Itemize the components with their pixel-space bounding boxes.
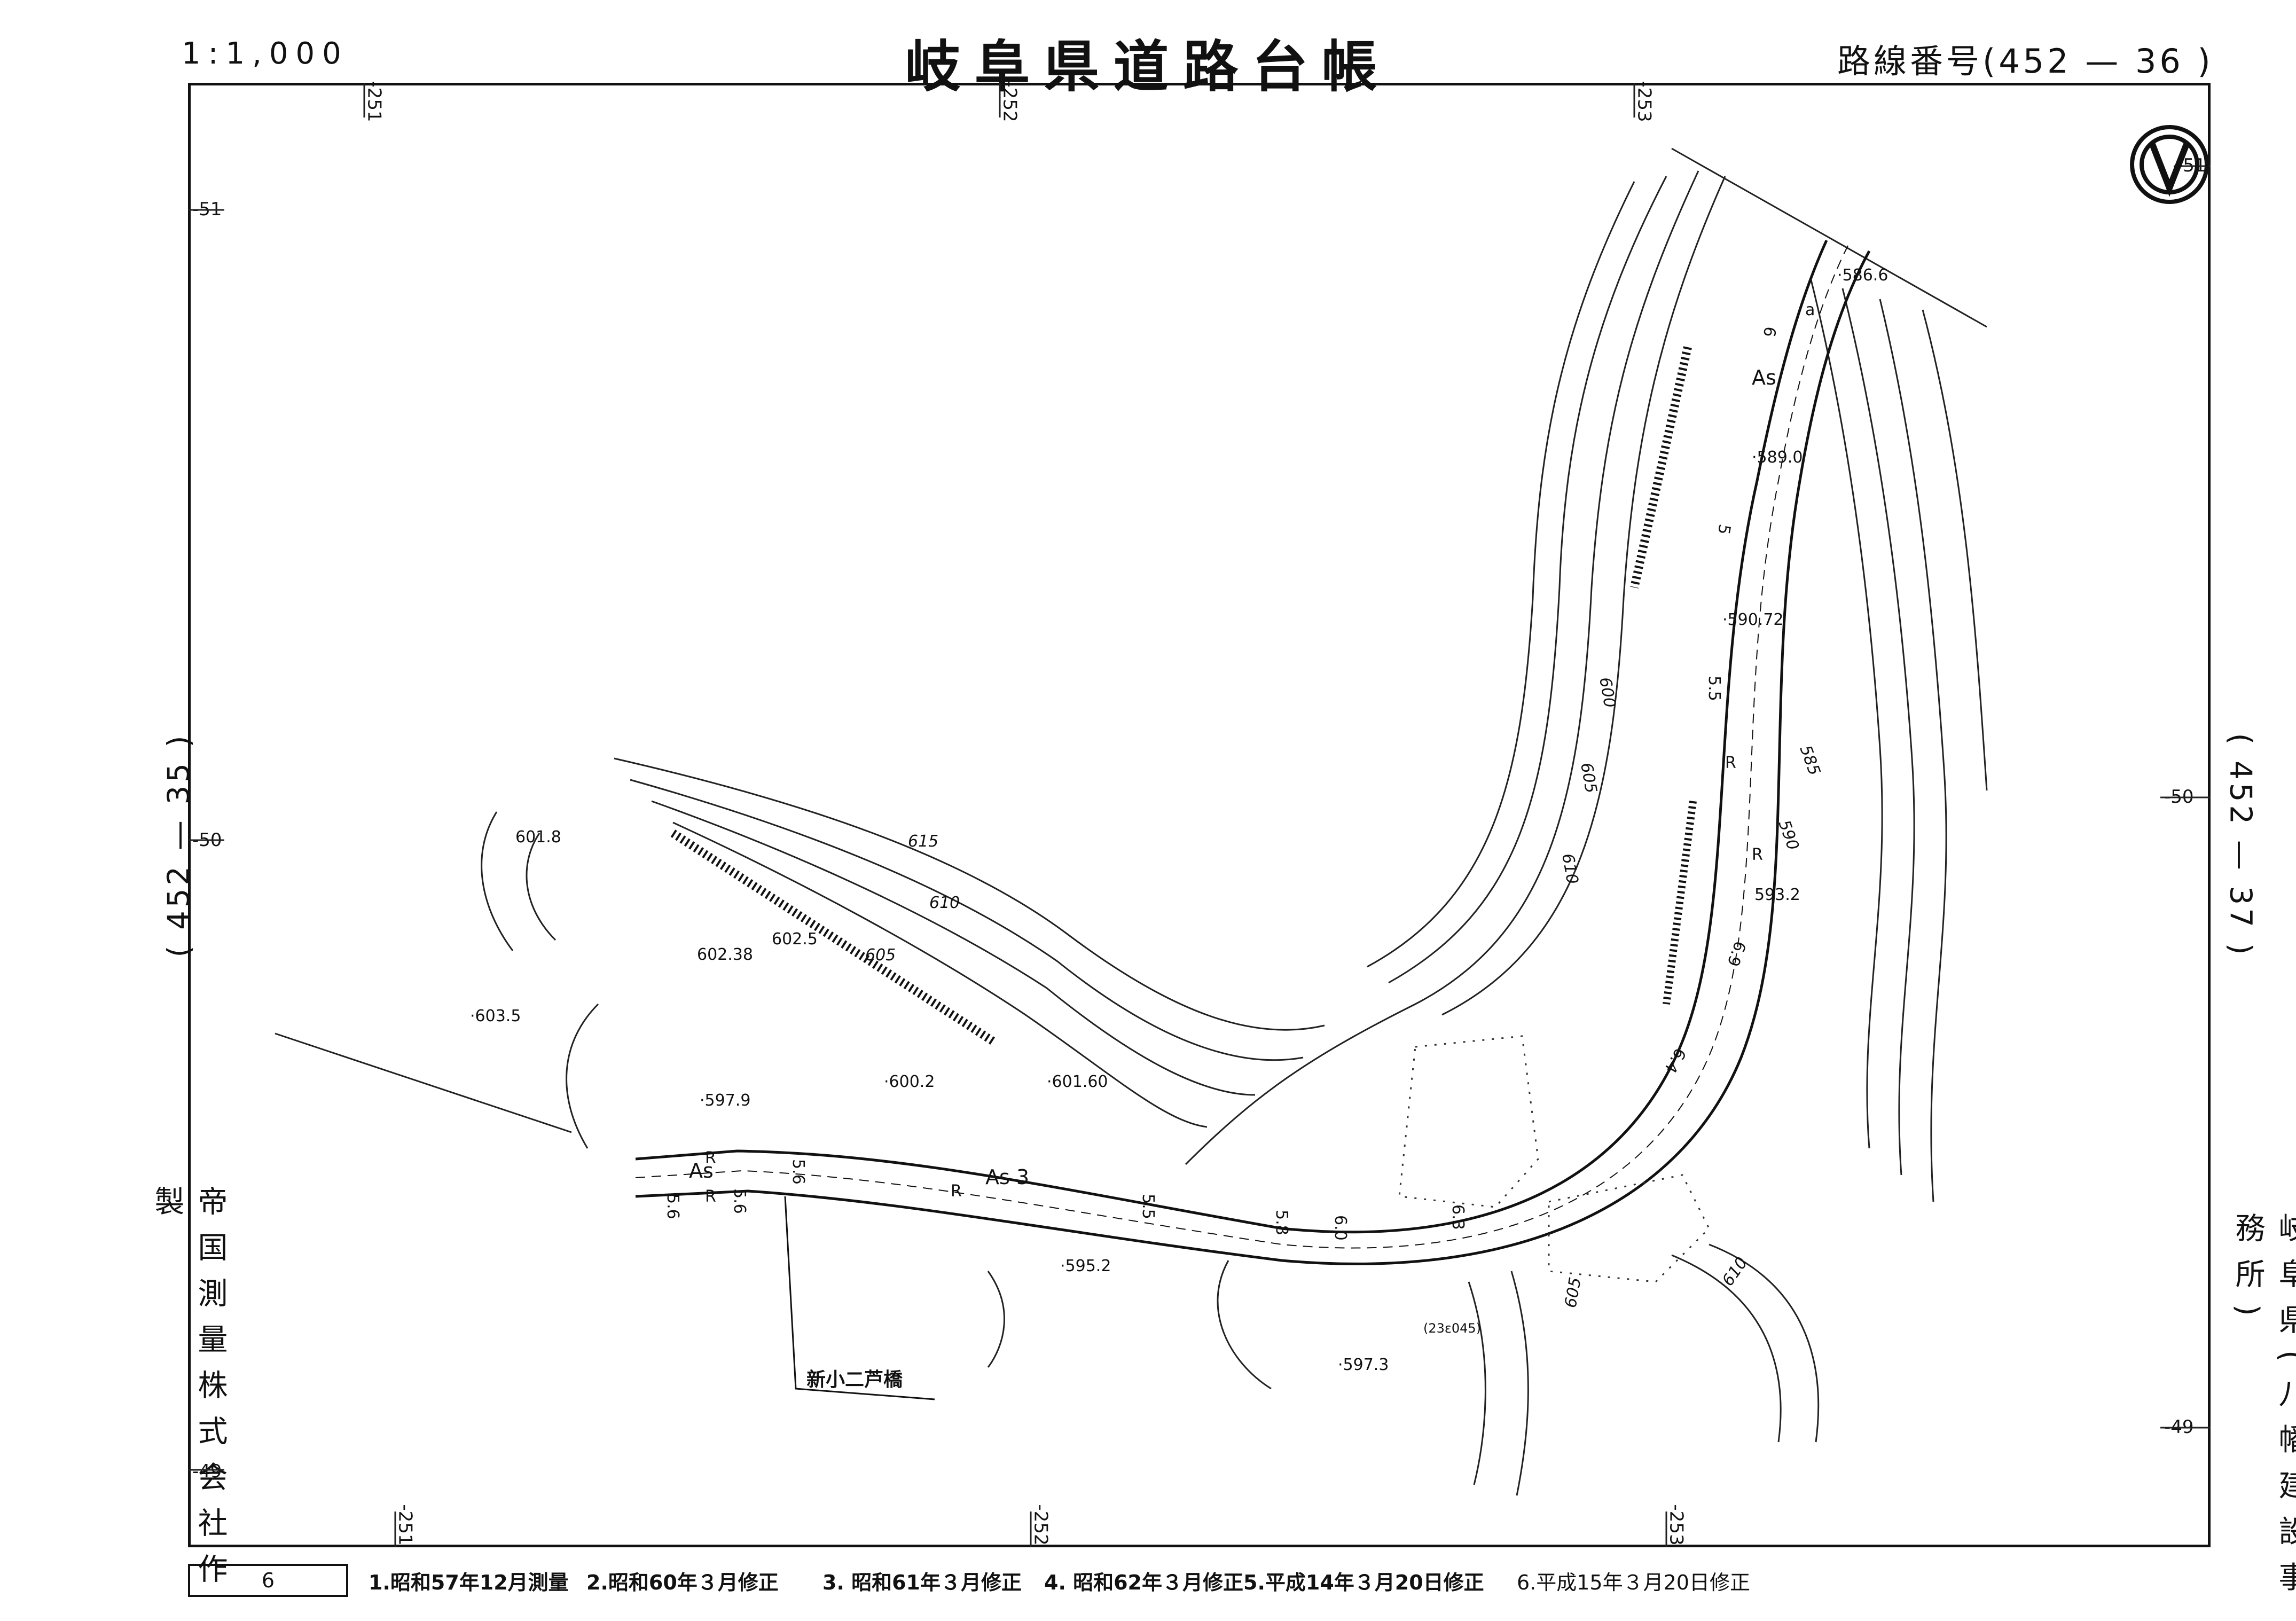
grid-left-49: -49: [192, 1461, 222, 1482]
maker-credit: 帝国測量株式会社作製: [150, 1186, 228, 1599]
width-label: 6.3: [1448, 1204, 1467, 1230]
scale-label: 1:1,000: [182, 36, 349, 71]
elevation-label: 601.8: [515, 828, 561, 847]
contour-label: 615: [908, 832, 938, 851]
road-mark-label: R: [1752, 845, 1763, 864]
bridge-name: 新小二芦橋: [806, 1369, 903, 1391]
contour-label: 605: [865, 946, 896, 965]
width-label: 6.0: [1331, 1215, 1350, 1241]
contour-label: 590: [1774, 818, 1802, 853]
road-mark-label: R: [705, 1187, 716, 1206]
elevation-label: ·597.9: [700, 1091, 750, 1110]
width-label: 5.6: [663, 1194, 682, 1219]
revision-3: 3. 昭和61年３月修正: [822, 1571, 1022, 1594]
office-name: 岐阜県(八幡建設事務所): [2230, 1212, 2296, 1608]
elevation-label: ·589.0: [1752, 448, 1803, 467]
contour-label: 605: [1561, 1276, 1585, 1309]
north-arrow-icon: [2130, 125, 2209, 204]
sheet-number: 6: [188, 1564, 348, 1597]
contour-label: 585: [1796, 743, 1823, 778]
road-surface-label: As: [689, 1159, 714, 1183]
route-number: 路線番号(452 — 36 ): [1837, 42, 2214, 81]
width-label: 6.4: [1660, 1045, 1689, 1076]
width-label: 6: [1759, 325, 1780, 339]
road-mark-label: R: [1725, 754, 1736, 772]
elevation-label: 602.38: [697, 945, 753, 964]
map-frame: [188, 83, 2211, 1547]
elevation-label: ·600.2: [884, 1072, 935, 1091]
elevation-label: 602.5: [772, 930, 818, 949]
revision-2: 2.昭和60年３月修正: [586, 1571, 779, 1594]
elevation-label: ·597.3: [1338, 1356, 1389, 1374]
revision-4: 4. 昭和62年３月修正: [1044, 1571, 1243, 1594]
width-label: 5.5: [1705, 676, 1723, 701]
contour-label: 610: [929, 894, 960, 912]
elevation-label: 593.2: [1754, 886, 1800, 904]
road-mark-label: R: [951, 1182, 962, 1201]
road-mark-label: a: [1805, 301, 1815, 319]
elevation-label: ·601.60: [1047, 1072, 1108, 1091]
road-surface-label: As: [1752, 366, 1776, 389]
width-label: 5: [1714, 523, 1734, 536]
contour-label: 600: [1595, 676, 1619, 709]
width-label: 5.8: [1272, 1210, 1291, 1235]
elevation-label: ·595.2: [1060, 1257, 1111, 1275]
road-mark-label: R: [705, 1149, 716, 1168]
revision-6: 6.平成15年３月20日修正: [1517, 1571, 1750, 1594]
elevation-label: ·586.6: [1837, 266, 1888, 285]
map-title: 岐阜県道路台帳: [905, 34, 1391, 99]
contour-label: 610: [1558, 852, 1581, 885]
revision-1: 1.昭和57年12月測量: [369, 1571, 569, 1594]
contour-label: 605: [1577, 761, 1600, 794]
width-label: 5.6: [730, 1188, 749, 1214]
width-label: 6.9: [1723, 938, 1749, 969]
road-surface-label: As 3: [985, 1165, 1029, 1189]
culvert-label: (23ε045): [1423, 1321, 1481, 1336]
elevation-label: ·590.72: [1722, 610, 1784, 629]
width-label: 5.6: [789, 1159, 808, 1185]
elevation-label: ·603.5: [470, 1007, 521, 1025]
revision-5: 5.平成14年３月20日修正: [1243, 1571, 1484, 1594]
width-label: 5.5: [1139, 1194, 1157, 1219]
